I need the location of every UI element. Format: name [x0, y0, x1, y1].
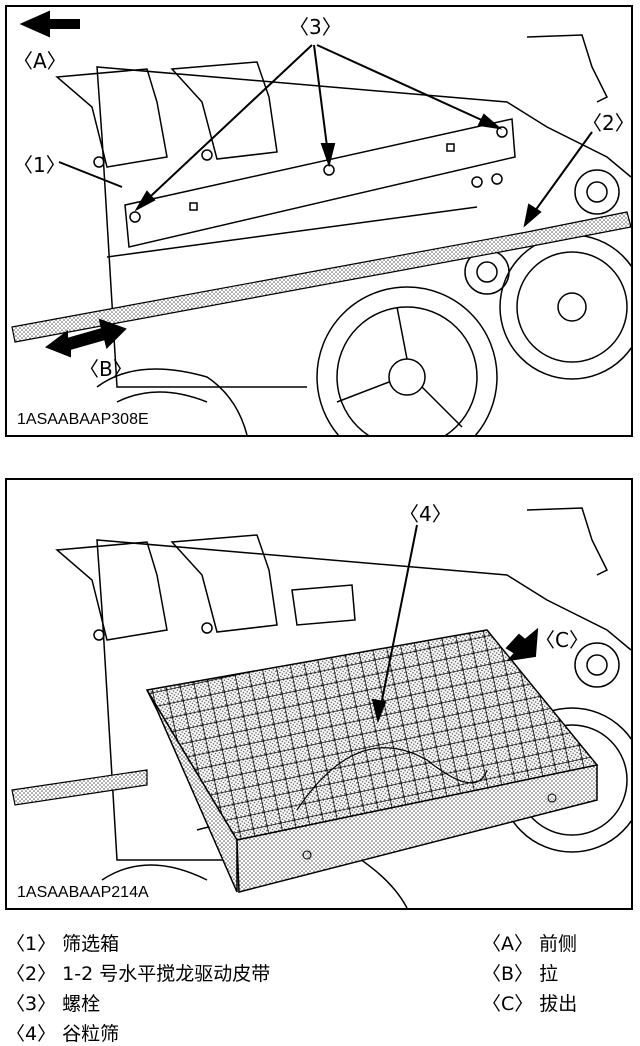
- callout-2: 〈2〉: [582, 111, 633, 135]
- legend-item-4: 〈4〉 谷粒筛: [6, 1023, 120, 1045]
- callout-4: 〈4〉: [399, 502, 452, 526]
- legend-item-A: 〈A〉 前侧: [482, 933, 578, 955]
- callout-C: 〈C〉: [535, 628, 589, 652]
- figure-2-code: 1ASAABAAP214A: [15, 884, 151, 902]
- legend-item-2: 〈2〉 1-2 号水平搅龙驱动皮带: [6, 963, 271, 985]
- figure-2-drawing: [11, 507, 631, 908]
- legend-item-3: 〈3〉 螺栓: [6, 993, 101, 1015]
- figure-1: 〈3〉 〈A〉 〈1〉 〈2〉 〈B〉 1ASAABAAP308E: [5, 5, 633, 437]
- legend-item-1: 〈1〉 筛选箱: [6, 933, 120, 955]
- callout-1: 〈1〉: [13, 153, 66, 177]
- callout-A: 〈A〉: [13, 49, 67, 73]
- figure-2: 〈4〉 〈C〉 1ASAABAAP214A: [5, 478, 633, 910]
- figure-1-code: 1ASAABAAP308E: [15, 411, 151, 429]
- callout-3: 〈3〉: [289, 15, 342, 39]
- figure-1-drawing: [11, 10, 631, 435]
- legend: 〈1〉 筛选箱 〈2〉 1-2 号水平搅龙驱动皮带 〈3〉 螺栓 〈4〉 谷粒筛…: [0, 925, 640, 1045]
- legend-item-B: 〈B〉 拉: [482, 963, 559, 985]
- callout-B: 〈B〉: [79, 357, 133, 381]
- legend-item-C: 〈C〉 拔出: [482, 993, 578, 1015]
